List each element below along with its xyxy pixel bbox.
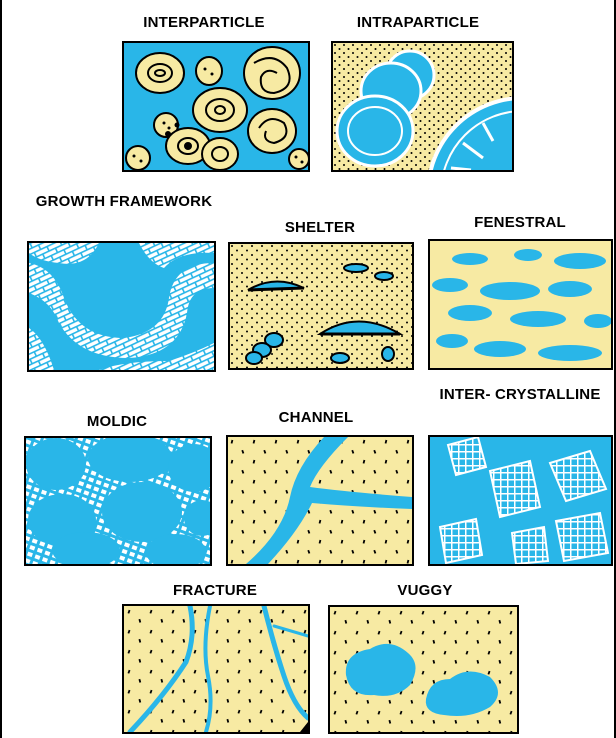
- label-interparticle: INTERPARTICLE: [104, 14, 304, 31]
- label-fenestral: FENESTRAL: [420, 214, 616, 231]
- label-growth-framework: GROWTH FRAMEWORK: [24, 193, 224, 210]
- channel-illustration: [228, 437, 412, 564]
- interparticle-illustration: [124, 43, 308, 170]
- label-vuggy: VUGGY: [325, 582, 525, 599]
- panel-vuggy: [328, 605, 519, 734]
- vuggy-illustration: [330, 607, 517, 732]
- panel-moldic: [24, 436, 212, 566]
- moldic-illustration: [26, 438, 210, 564]
- label-moldic: MOLDIC: [17, 413, 217, 430]
- label-channel: CHANNEL: [216, 409, 416, 426]
- shelter-illustration: [230, 244, 412, 368]
- fracture-illustration: [124, 606, 308, 732]
- panel-interparticle: [122, 41, 310, 172]
- label-intraparticle: INTRAPARTICLE: [318, 14, 518, 31]
- label-intercrystalline: INTER- CRYSTALLINE: [435, 386, 605, 403]
- panel-fracture: [122, 604, 310, 734]
- label-shelter: SHELTER: [220, 219, 420, 236]
- panel-shelter: [228, 242, 414, 370]
- panel-fenestral: [428, 239, 613, 370]
- panel-channel: [226, 435, 414, 566]
- intercrystalline-illustration: [430, 437, 611, 564]
- intraparticle-illustration: [333, 43, 512, 170]
- panel-intercrystalline: [428, 435, 613, 566]
- panel-intraparticle: [331, 41, 514, 172]
- fenestral-illustration: [430, 241, 611, 368]
- growth-framework-illustration: [29, 243, 214, 370]
- panel-growth-framework: [27, 241, 216, 372]
- label-fracture: FRACTURE: [115, 582, 315, 599]
